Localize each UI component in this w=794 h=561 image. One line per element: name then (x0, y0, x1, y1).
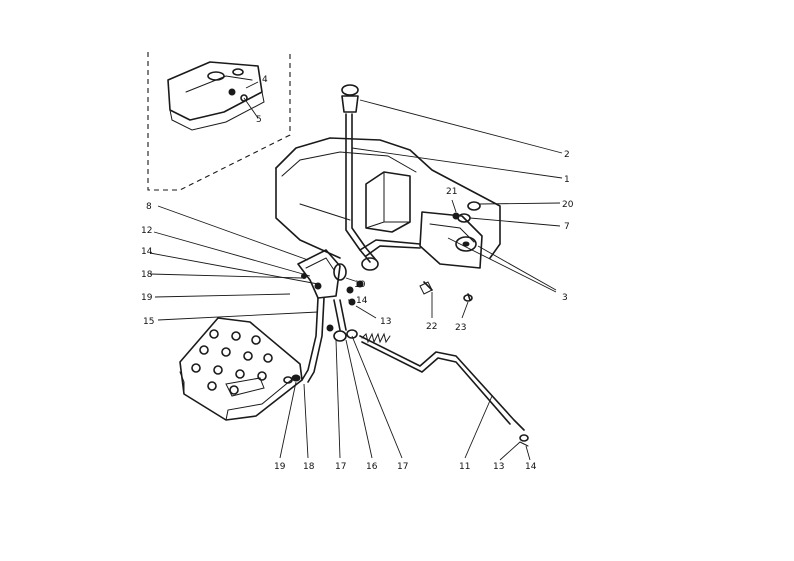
callout-14-mid: 14 (356, 296, 368, 306)
leader-lines (149, 81, 563, 461)
callout-11: 11 (459, 462, 470, 472)
callout-15: 15 (143, 317, 154, 327)
callout-20: 20 (562, 200, 574, 210)
callout-labels: 2 1 20 21 7 3 8 12 14 18 19 15 10 14 13 … (141, 75, 574, 472)
callout-inset-4: 4 (262, 75, 268, 85)
callout-7: 7 (564, 222, 570, 232)
control-rod (359, 332, 529, 447)
main-housing (275, 137, 501, 269)
callout-14-left: 14 (141, 247, 153, 257)
callout-23: 23 (455, 323, 466, 333)
callout-16: 16 (366, 462, 378, 472)
callout-17-bottom-a: 17 (335, 462, 346, 472)
pedal-assembly (179, 317, 303, 421)
hardware-bolts (356, 280, 473, 302)
inset-detail (147, 52, 291, 191)
callout-19-left: 19 (141, 293, 153, 303)
callout-12: 12 (141, 226, 152, 236)
callout-22: 22 (426, 322, 437, 332)
pivot-linkage (297, 249, 358, 383)
callout-21: 21 (446, 187, 457, 197)
callout-13-bottom: 13 (493, 462, 504, 472)
shift-lever (341, 84, 421, 271)
callout-10: 10 (354, 280, 366, 290)
callout-1: 1 (564, 175, 570, 185)
callout-18-bottom: 18 (303, 462, 315, 472)
callout-17-bottom-b: 17 (397, 462, 408, 472)
callout-inset-5: 5 (256, 115, 262, 125)
callout-2: 2 (564, 150, 570, 160)
callout-18-left: 18 (141, 270, 153, 280)
callout-13-mid: 13 (380, 317, 391, 327)
callout-19-bottom: 19 (274, 462, 286, 472)
callout-3: 3 (562, 293, 568, 303)
callout-8: 8 (146, 202, 152, 212)
callout-14-bottom: 14 (525, 462, 537, 472)
